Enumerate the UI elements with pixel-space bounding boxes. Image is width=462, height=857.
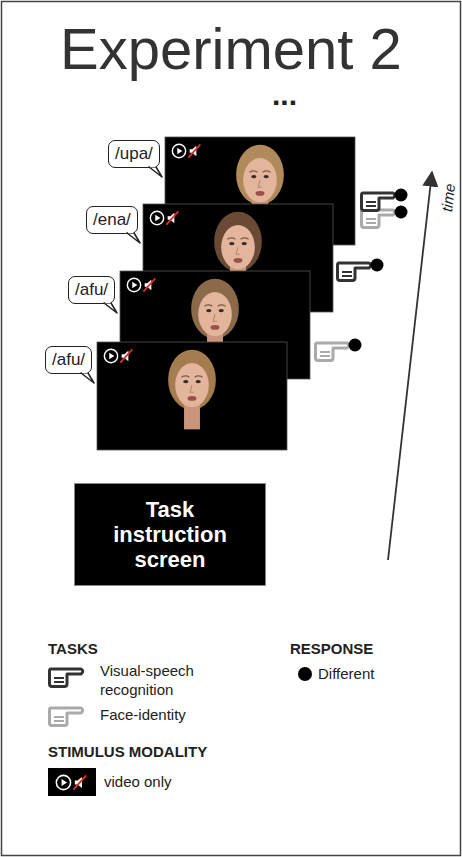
face-photo [168,350,216,430]
screen-text: Task instruction screen [95,497,245,573]
diagram-title: Experiment 2 [60,20,402,78]
bubble-tail-shape [149,167,162,177]
syllable-text: /afu/ [52,350,85,369]
bubble-tail [126,232,144,246]
legend-text: Visual-speech recognition [100,662,212,700]
bubble-tail-join [105,301,111,303]
response-dot [371,259,384,272]
video-only-icon [150,211,178,224]
legend-text: video only [104,773,172,792]
legend-text: Face-identity [100,706,186,725]
speech-bubble: /afu/ [68,276,115,304]
bubble-tail [148,166,166,180]
legend-hand-dark [50,669,83,687]
legend-text: Different [318,665,374,684]
instruction-screen: Task instruction screen [74,483,266,586]
bubble-tail-shape [104,303,117,313]
legend-video-box [48,768,96,796]
section-heading: RESPONSE [290,640,373,657]
face-identity-hand [316,343,349,361]
visual-speech-hand [362,193,395,211]
response-dot [395,206,408,219]
legend-hand-light [50,708,83,726]
bubble-tail-join [150,165,156,167]
response-dot [395,189,408,202]
bubble-tail-join [128,231,134,233]
bubble-tail [80,372,98,386]
video-only-icon [172,144,200,157]
syllable-text: /upa/ [115,144,153,163]
section-heading: STIMULUS MODALITY [48,743,207,760]
time-label: time [438,183,458,213]
video-only-icon [104,349,132,362]
legend-dot [298,667,312,681]
continuation-dots: ... [272,78,297,113]
bubble-tail [103,302,121,316]
visual-speech-hand [338,263,371,281]
video-frame [97,342,287,450]
section-heading: TASKS [48,640,98,657]
video-only-icon [127,278,155,291]
response-dot [349,339,362,352]
bubble-tail-join [82,371,88,373]
syllable-text: /ena/ [93,210,131,229]
speech-bubble: /afu/ [45,346,92,374]
syllable-text: /afu/ [75,280,108,299]
face-identity-hand [362,210,395,228]
speech-bubble: /upa/ [108,140,160,168]
speech-bubble: /ena/ [86,206,138,234]
time-arrow [388,172,432,560]
bubble-tail-shape [127,233,140,243]
bubble-tail-shape [81,373,94,383]
video-only-icon [56,775,86,789]
